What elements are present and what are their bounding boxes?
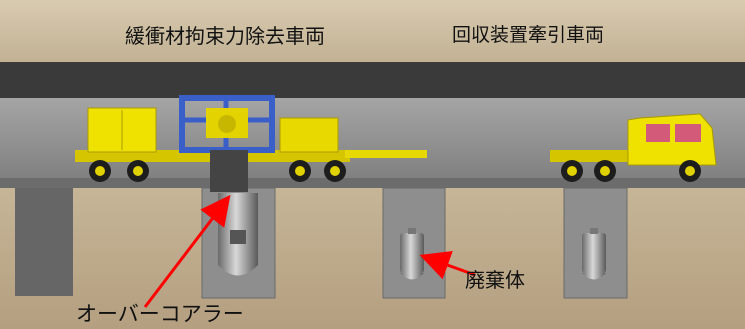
waste-body-label: 廃棄体	[465, 268, 525, 292]
left-vehicle	[75, 95, 427, 192]
overpack-arrow	[143, 194, 231, 308]
overpack-label: オーバーコアラー	[76, 302, 244, 326]
tunnel-wall	[0, 0, 745, 62]
left-vehicle-label: 緩衝材拘束力除去車両	[125, 24, 325, 48]
waste-canister-3	[582, 228, 606, 280]
waste-canister-1	[218, 193, 258, 276]
right-vehicle	[550, 113, 717, 182]
pit-left-edge	[15, 188, 73, 296]
right-vehicle-label: 回収装置牽引車両	[452, 24, 605, 46]
waste-canister-2	[400, 228, 424, 280]
waste-body-arrow	[419, 251, 476, 280]
tunnel-ceiling-band	[0, 62, 745, 98]
